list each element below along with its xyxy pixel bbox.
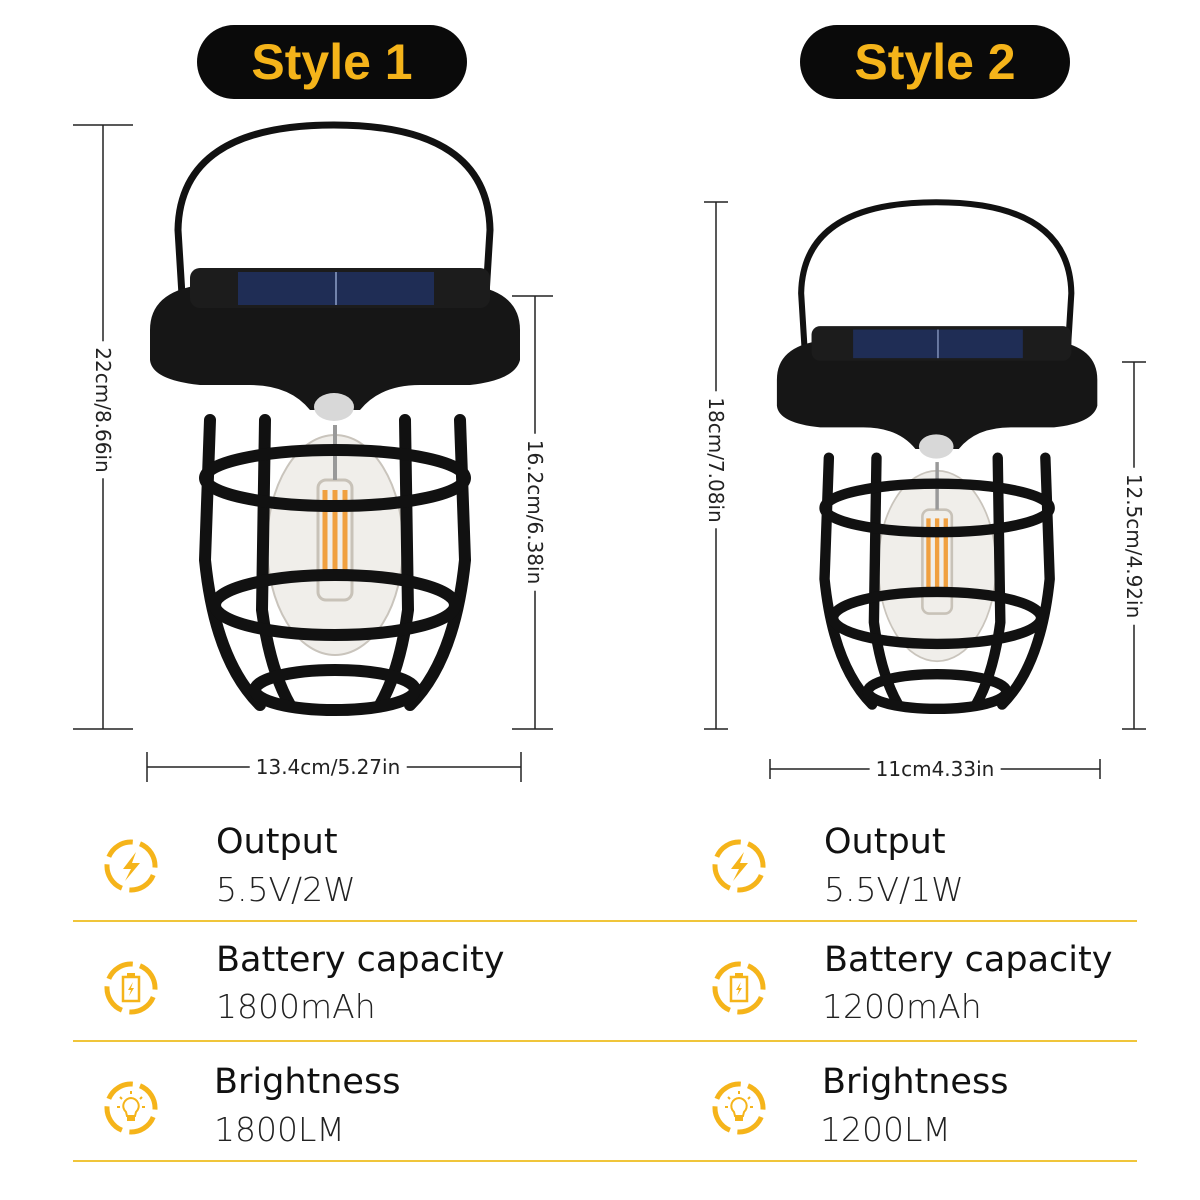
style-2-width-label: 11cm4.33in: [869, 757, 1001, 781]
style-1-width-label: 13.4cm/5.27in: [249, 755, 407, 779]
lightning-icon: [711, 838, 767, 894]
battery-icon: [103, 960, 159, 1016]
battery-icon: [711, 960, 767, 1016]
lightning-icon: [103, 838, 159, 894]
divider: [73, 1160, 1137, 1162]
spec-label: Battery capacity: [824, 940, 1113, 980]
spec-label: Output: [824, 822, 946, 862]
spec-value: 5.5V/2W: [216, 870, 356, 909]
style-1-body-height-label: 16.2cm/6.38in: [523, 433, 547, 591]
spec-value: 1200mAh: [822, 987, 982, 1026]
spec-label: Output: [216, 822, 338, 862]
spec-value: 1200LM: [820, 1110, 951, 1149]
style-2-badge: Style 2: [800, 25, 1070, 99]
divider: [73, 1040, 1137, 1042]
lightbulb-icon: [103, 1080, 159, 1136]
lightbulb-icon: [711, 1080, 767, 1136]
style-1-lantern-image: [150, 125, 520, 710]
style-2-lantern-image: [777, 202, 1097, 709]
spec-label: Battery capacity: [216, 940, 505, 980]
spec-label: Brightness: [214, 1062, 401, 1102]
spec-value: 5.5V/1W: [824, 870, 964, 909]
style-1-total-height-label: 22cm/8.66in: [91, 341, 115, 479]
style-2-total-height-label: 18cm/7.08in: [704, 391, 728, 529]
style-2-body-height-label: 12.5cm/4.92in: [1122, 467, 1146, 625]
spec-value: 1800LM: [214, 1110, 345, 1149]
spec-value: 1800mAh: [216, 987, 376, 1026]
divider: [73, 920, 1137, 922]
style-1-badge: Style 1: [197, 25, 467, 99]
spec-label: Brightness: [822, 1062, 1009, 1102]
